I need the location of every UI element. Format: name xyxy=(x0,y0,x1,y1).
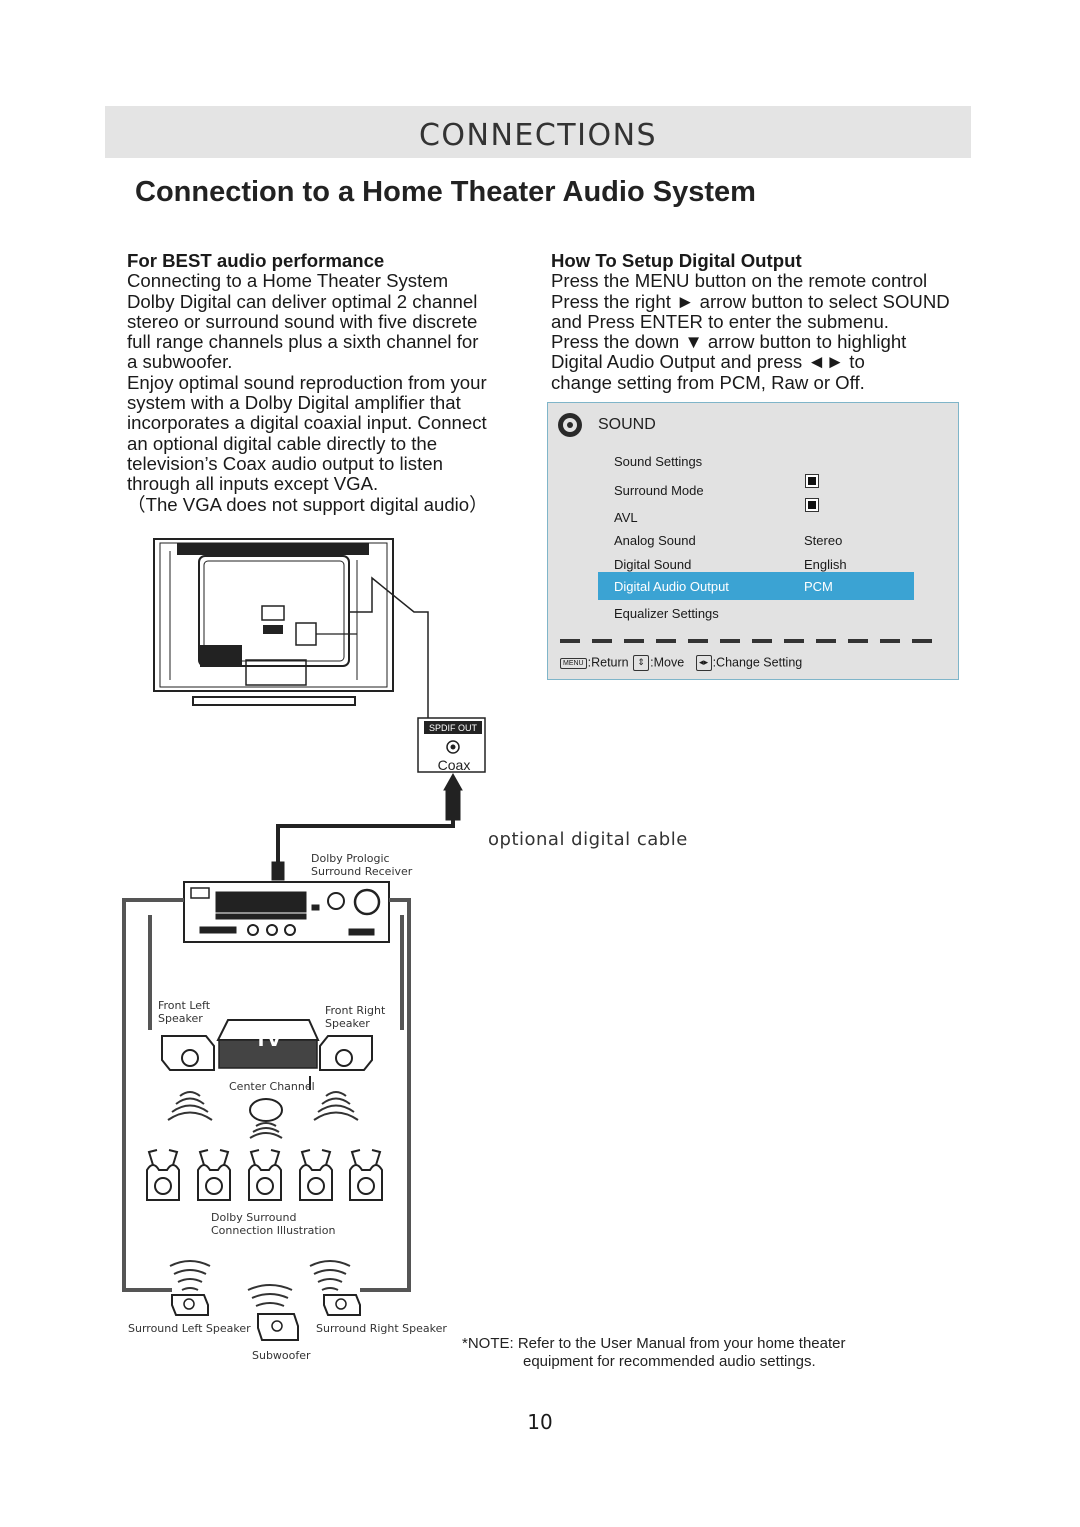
osd-menu-item[interactable]: Digital Audio Output PCM xyxy=(598,572,914,600)
receiver-label-1: Dolby Prologic xyxy=(311,852,390,865)
left-text-line: through all inputs except VGA. xyxy=(127,473,379,495)
left-text-line: television’s Coax audio output to listen xyxy=(127,452,443,474)
center-channel-label: Center Channel xyxy=(229,1080,315,1093)
listener-icon xyxy=(197,1149,231,1201)
osd-divider xyxy=(560,639,944,643)
rear-sound-waves xyxy=(169,1260,351,1307)
surround-left-speaker xyxy=(171,1294,209,1316)
left-text-line: （The VGA does not support digital audio） xyxy=(127,493,488,515)
tv-front-illustration: TV xyxy=(216,1019,320,1069)
left-text-line: stereo or surround sound with five discr… xyxy=(127,310,478,332)
digital-cable xyxy=(271,772,463,881)
osd-item-label: Digital Sound xyxy=(614,557,692,572)
front-left-label-1: Front Left xyxy=(158,999,211,1012)
left-text-line: Dolby Digital can deliver optimal 2 chan… xyxy=(127,290,478,312)
listener-icon xyxy=(349,1149,383,1201)
left-text-line: Enjoy optimal sound reproduction from yo… xyxy=(127,371,487,393)
page-title: CONNECTIONS xyxy=(418,118,658,153)
section-banner: CONNECTIONS xyxy=(105,106,971,158)
surround-left-label: Surround Left Speaker xyxy=(128,1322,251,1335)
front-left-speaker xyxy=(161,1035,215,1071)
left-text-line: full range channels plus a sixth channel… xyxy=(127,331,479,353)
right-text-line: and Press ENTER to enter the submenu. xyxy=(551,310,889,332)
center-channel-speaker xyxy=(249,1076,311,1122)
surround-right-label: Surround Right Speaker xyxy=(316,1322,447,1335)
listeners-row xyxy=(146,1149,383,1201)
osd-footer: MENU:Return ⇕:Move ◂▸:Change Setting xyxy=(560,655,802,671)
receiver-label-2: Surround Receiver xyxy=(311,865,413,878)
coax-label: Coax xyxy=(438,757,471,773)
move-label: :Move xyxy=(650,655,685,670)
osd-menu-item[interactable]: Sound Settings xyxy=(598,447,914,475)
optional-cable-label: optional digital cable xyxy=(488,829,688,850)
tv-label: TV xyxy=(255,1030,281,1051)
right-text-line: Press the down ▼ arrow button to highlig… xyxy=(551,331,907,353)
osd-checkbox[interactable] xyxy=(805,474,819,488)
left-heading: For BEST audio performance xyxy=(127,250,385,271)
page-number: 10 xyxy=(527,1410,553,1434)
section-subtitle: Connection to a Home Theater Audio Syste… xyxy=(135,176,756,208)
right-text-line: Digital Audio Output and press ◄► to xyxy=(551,351,865,373)
osd-item-value: English xyxy=(804,557,847,572)
osd-item-label: Surround Mode xyxy=(614,483,704,498)
note-line-2: equipment for recommended audio settings… xyxy=(523,1352,816,1370)
menu-key-icon: MENU xyxy=(560,657,587,669)
front-right-label-2: Speaker xyxy=(325,1017,370,1030)
osd-checkbox[interactable] xyxy=(805,498,819,512)
osd-menu-item[interactable]: Surround Mode xyxy=(598,474,914,504)
spdif-out-port: SPDIF OUT Coax xyxy=(417,717,486,773)
note-text: *NOTE: Refer to the User Manual from you… xyxy=(462,1335,846,1370)
left-text-line: system with a Dolby Digital amplifier th… xyxy=(127,392,461,414)
left-column-text: For BEST audio performance Connecting to… xyxy=(127,250,488,515)
sound-waves xyxy=(167,1091,359,1139)
right-text-line: change setting from PCM, Raw or Off. xyxy=(551,371,865,393)
right-text-line: Press the MENU button on the remote cont… xyxy=(551,270,928,292)
listener-icon xyxy=(248,1149,282,1201)
osd-menu-item[interactable]: Equalizer Settings xyxy=(598,599,914,627)
listener-icon xyxy=(146,1149,180,1201)
osd-item-label: AVL xyxy=(614,510,638,525)
osd-menu-item[interactable]: Digital Sound English xyxy=(598,550,914,578)
speaker-disc-icon xyxy=(558,413,582,437)
osd-item-value: Stereo xyxy=(804,533,843,548)
surround-right-speaker xyxy=(323,1294,361,1316)
front-right-speaker xyxy=(319,1035,373,1071)
front-left-label-2: Speaker xyxy=(158,1012,203,1025)
left-text-line: Connecting to a Home Theater System xyxy=(127,270,449,292)
osd-item-label: Analog Sound xyxy=(614,533,696,548)
subwoofer xyxy=(257,1313,299,1341)
front-right-label-1: Front Right xyxy=(325,1004,386,1017)
left-text-line: incorporates a digital coaxial input. Co… xyxy=(127,412,487,434)
right-heading: How To Setup Digital Output xyxy=(551,250,802,271)
left-right-icon: ◂▸ xyxy=(695,655,712,671)
tv-rear-illustration xyxy=(153,538,429,718)
note-line-1: *NOTE: Refer to the User Manual from you… xyxy=(462,1335,846,1352)
right-text-line: Press the right ► arrow button to select… xyxy=(551,290,950,312)
osd-menu-item[interactable]: AVL xyxy=(598,498,914,531)
osd-menu-item[interactable]: Analog Sound Stereo xyxy=(598,526,914,554)
subwoofer-label: Subwoofer xyxy=(252,1349,311,1362)
osd-item-label: Equalizer Settings xyxy=(614,606,719,621)
spdif-label: SPDIF OUT xyxy=(429,723,478,733)
osd-item-value: PCM xyxy=(804,579,833,594)
surround-receiver xyxy=(183,881,390,943)
dolby-surround-label-1: Dolby Surround xyxy=(211,1211,296,1224)
change-label: :Change Setting xyxy=(712,655,803,670)
osd-item-label: Sound Settings xyxy=(614,454,703,469)
right-column-text: How To Setup Digital Output Press the ME… xyxy=(551,250,950,393)
return-label: :Return xyxy=(587,655,629,670)
left-text-line: a subwoofer. xyxy=(127,351,233,373)
speaker-wires xyxy=(122,898,411,1292)
dolby-surround-label-2: Connection Illustration xyxy=(211,1224,335,1237)
osd-title: SOUND xyxy=(598,416,656,433)
left-text-line: an optional digital cable directly to th… xyxy=(127,432,438,454)
osd-item-label: Digital Audio Output xyxy=(614,579,729,594)
listener-icon xyxy=(299,1149,333,1201)
up-down-icon: ⇕ xyxy=(633,655,650,671)
